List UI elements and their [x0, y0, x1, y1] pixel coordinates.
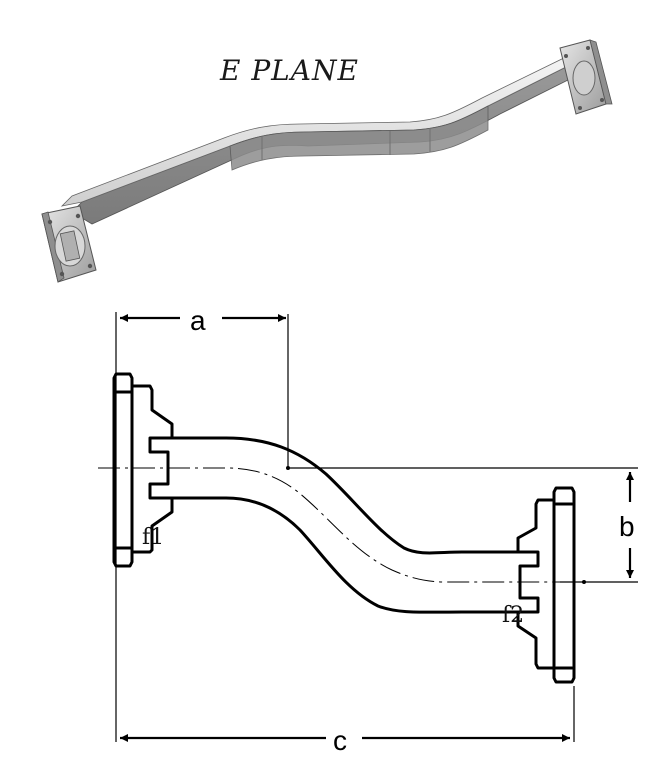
right-flange-profile: [516, 486, 576, 684]
dimension-c-label: c: [333, 725, 347, 756]
waveguide-upper-wall: [170, 436, 520, 555]
waveguide-lower-wall: [170, 496, 520, 614]
dimension-b-label: b: [619, 511, 635, 542]
waveguide-centerline: [98, 467, 598, 583]
axis-reference-point: [582, 580, 586, 584]
flange-f2-label: f2: [502, 603, 524, 628]
dimension-a: a: [120, 305, 286, 336]
left-flange-profile: [112, 372, 174, 568]
technical-drawing: a b c f1 f2: [98, 305, 638, 756]
flange-f1-label: f1: [142, 525, 164, 550]
dimension-c: c: [120, 725, 570, 756]
diagram-title: E PLANE: [219, 54, 359, 87]
left-flange-3d: [41, 205, 97, 283]
right-flange-3d: [559, 39, 613, 115]
waveguide-3d-render: [41, 39, 613, 283]
dimension-a-label: a: [190, 305, 206, 336]
dimension-b: b: [619, 472, 635, 578]
bend-reference-point: [286, 466, 290, 470]
